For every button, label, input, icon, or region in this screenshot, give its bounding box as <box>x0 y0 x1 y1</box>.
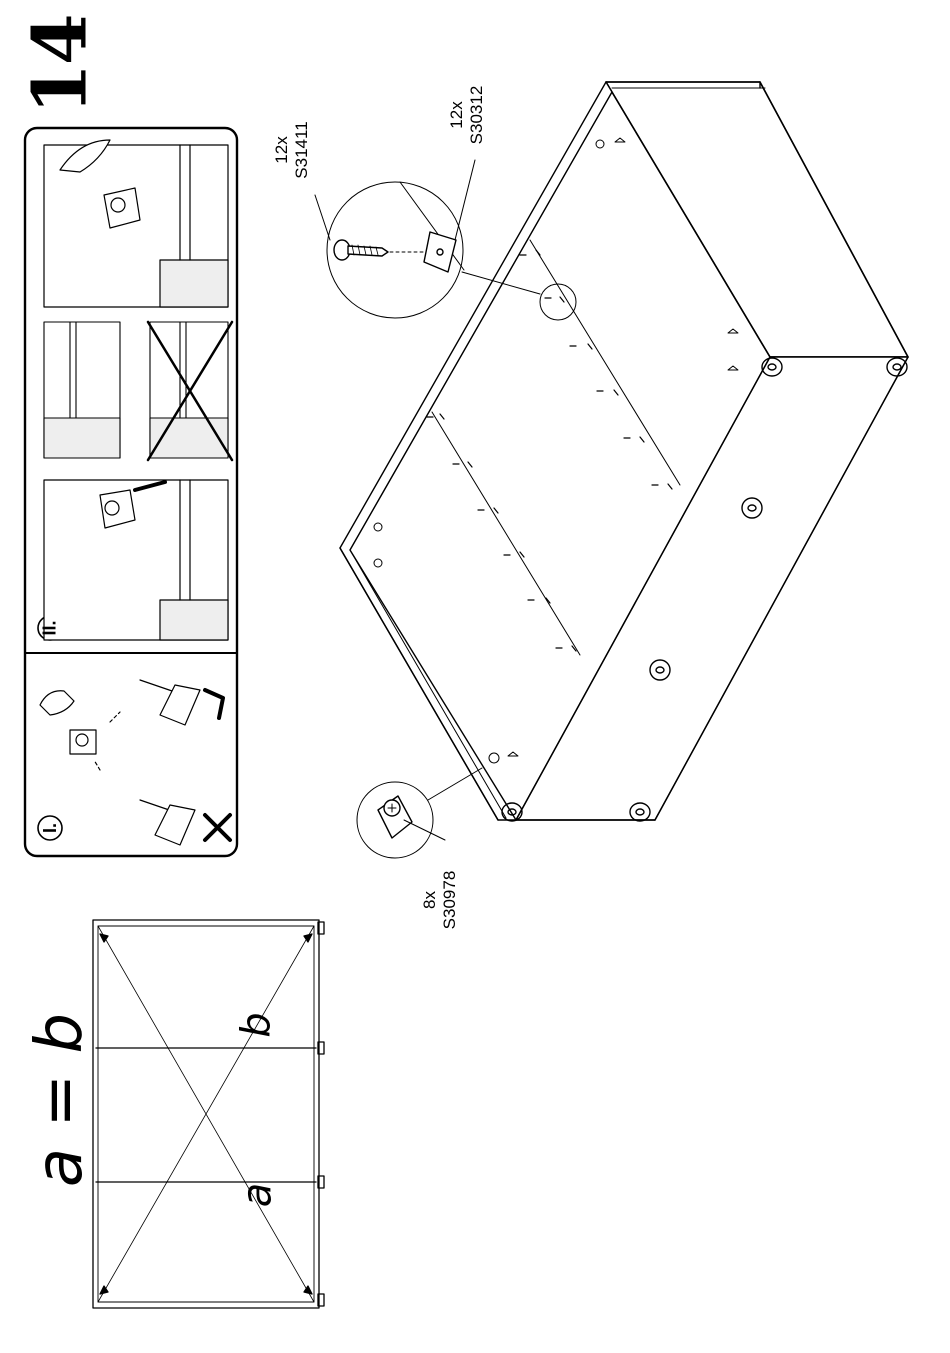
cam-lock-callout <box>357 768 482 858</box>
panel-label-2: II. <box>38 616 62 640</box>
cabinet-carcass <box>340 82 908 821</box>
screw-plate-callout <box>315 160 576 320</box>
panel-label-1: I. <box>38 816 62 840</box>
diagonal-equation: a = b <box>0 1060 140 1140</box>
diagonal-label-a: a <box>232 1170 282 1220</box>
inset-instructions <box>25 128 237 856</box>
diagonal-label-b: b <box>232 1000 282 1050</box>
step-number: 14 <box>30 10 90 120</box>
